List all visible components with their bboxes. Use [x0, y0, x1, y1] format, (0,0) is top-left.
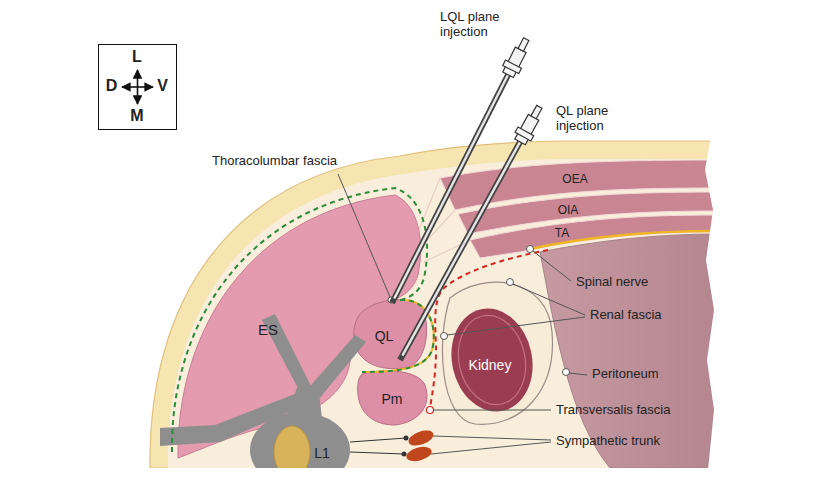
leader-line — [338, 174, 390, 297]
node-text: M — [130, 107, 143, 125]
kidney-shape — [442, 301, 542, 419]
skin-layer — [150, 141, 716, 468]
callout-dot — [441, 333, 448, 340]
fascia-yellow — [362, 300, 434, 372]
callout-label: Transversalis fascia — [556, 402, 670, 418]
node-text: D — [106, 77, 118, 95]
muscle-label: ES — [254, 319, 282, 340]
label-text: QL plane injection — [556, 104, 628, 134]
leader-line — [533, 251, 571, 281]
compass-box: LD VM — [98, 44, 177, 130]
compass-arrow — [122, 86, 153, 88]
label-text: Renal fascia — [590, 308, 662, 323]
node-text: L1 — [314, 445, 330, 461]
node-text: ES — [258, 321, 278, 338]
renal-fascia — [442, 282, 552, 424]
peritoneum-region — [540, 234, 716, 468]
muscle-label: Pm — [378, 388, 407, 408]
vertebral-core — [274, 426, 310, 468]
needle — [384, 35, 534, 307]
node-text: OIA — [558, 204, 579, 218]
cut-edge — [705, 130, 813, 468]
transversus-muscle — [470, 215, 716, 258]
leader-lines — [338, 174, 587, 454]
label-text: LQL plane injection — [440, 10, 520, 40]
leader-line — [569, 373, 587, 375]
needle — [392, 102, 547, 364]
thoracolumbar-fascia-line — [362, 300, 434, 372]
node-text: QL — [375, 328, 394, 344]
muscle-band-label: TA — [551, 221, 573, 239]
callout-dot — [527, 246, 534, 253]
organ-label: Kidney — [465, 354, 516, 374]
callout-label: LQL plane injection — [440, 10, 520, 40]
node-text: V — [157, 77, 168, 95]
callout-dot — [507, 279, 514, 286]
callout-label: Sympathetic trunk — [556, 433, 660, 449]
leader-line — [431, 442, 551, 454]
ganglion-dot — [404, 436, 409, 441]
sympathetic-ganglion — [405, 444, 433, 463]
node-text: OEA — [562, 173, 587, 187]
callout-dot — [563, 369, 570, 376]
leader-line — [433, 436, 551, 440]
sympathetic-ganglion — [407, 427, 436, 448]
muscle-band-label: OIA — [554, 198, 583, 216]
callout-label: QL plane injection — [556, 104, 628, 134]
node-text: Pm — [382, 391, 403, 407]
callout-label: Thoracolumbar fascia — [212, 153, 337, 169]
callout-label: Peritoneum — [592, 366, 658, 382]
label-text: Transversalis fascia — [556, 403, 670, 418]
callout-label: Renal fascia — [590, 307, 662, 323]
vertebral-body — [250, 412, 350, 468]
thoracolumbar-fascia-line — [172, 188, 427, 452]
label-text: Peritoneum — [592, 367, 658, 382]
vertebra-label: L1 — [310, 442, 334, 462]
psoas-muscle — [358, 371, 427, 425]
label-text: Sympathetic trunk — [556, 434, 660, 449]
leader-line — [434, 410, 551, 411]
kidney-capsule — [450, 309, 533, 411]
callout-label: Spinal nerve — [576, 274, 648, 290]
leader-line — [447, 317, 585, 335]
node-text: L — [132, 48, 142, 66]
muscle-label: QL — [371, 325, 398, 345]
leader-line — [513, 284, 585, 315]
node-text: Kidney — [469, 357, 512, 373]
nerve-root — [350, 438, 406, 454]
ganglion-dot — [402, 452, 407, 457]
label-text: Thoracolumbar fascia — [212, 154, 337, 169]
node-text: TA — [555, 227, 569, 241]
callout-dot — [427, 407, 434, 414]
label-text: Spinal nerve — [576, 275, 648, 290]
muscle-band-label: OEA — [558, 167, 591, 185]
